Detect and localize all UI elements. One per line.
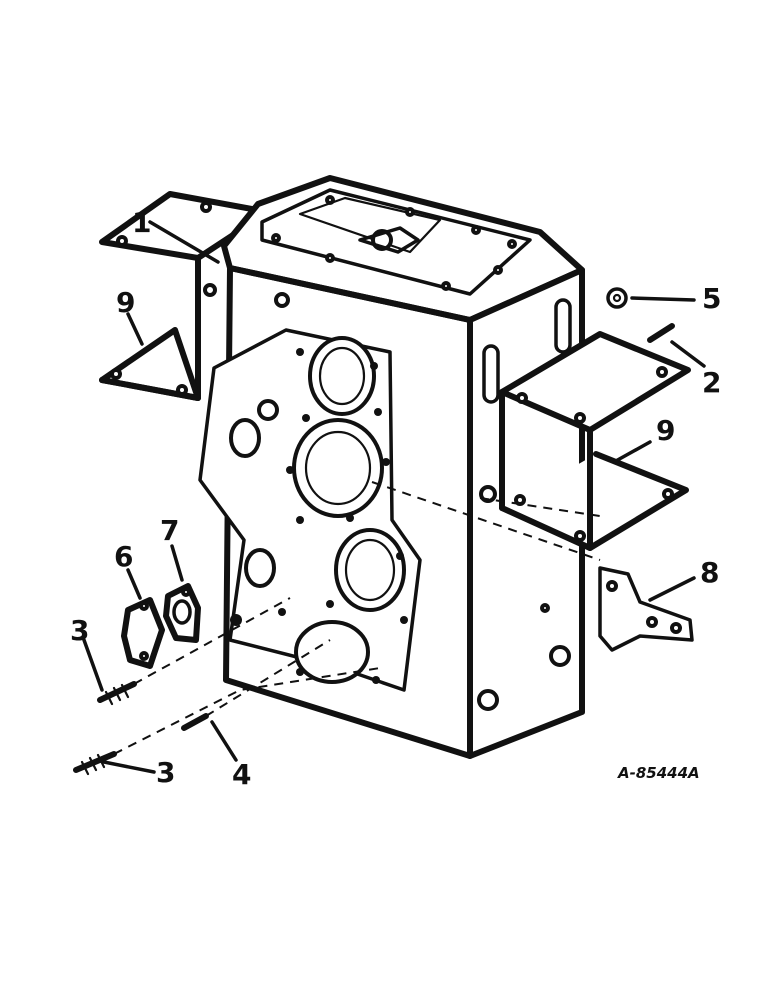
callout-1: 1 bbox=[132, 206, 151, 239]
callout-6: 6 bbox=[114, 540, 133, 573]
stud-3-lower bbox=[73, 751, 117, 776]
callout-3-upper: 3 bbox=[70, 614, 89, 647]
callout-5: 5 bbox=[702, 282, 721, 315]
callout-2: 2 bbox=[702, 366, 721, 399]
alignment-lines bbox=[113, 481, 601, 755]
callout-9-right: 9 bbox=[656, 414, 675, 447]
right-bracket bbox=[499, 331, 691, 551]
figure-id-label: A-85444A bbox=[617, 764, 700, 782]
gasket-6 bbox=[121, 597, 165, 669]
stud-4 bbox=[181, 713, 209, 731]
leader-lines bbox=[82, 220, 706, 774]
gasket-7 bbox=[163, 583, 201, 643]
nut-part bbox=[606, 287, 628, 309]
callout-labels: 1 9 5 2 9 6 7 8 3 3 4 bbox=[70, 206, 721, 791]
transmission-housing bbox=[198, 175, 585, 759]
callout-7: 7 bbox=[160, 514, 179, 547]
left-bracket bbox=[99, 191, 271, 401]
callout-4: 4 bbox=[232, 758, 251, 791]
stud-3-upper bbox=[97, 681, 137, 706]
lever-bracket bbox=[598, 566, 694, 652]
callout-3-lower: 3 bbox=[156, 756, 175, 789]
pin-part bbox=[647, 323, 675, 343]
callout-8: 8 bbox=[700, 556, 719, 589]
callout-9-left: 9 bbox=[116, 286, 135, 319]
